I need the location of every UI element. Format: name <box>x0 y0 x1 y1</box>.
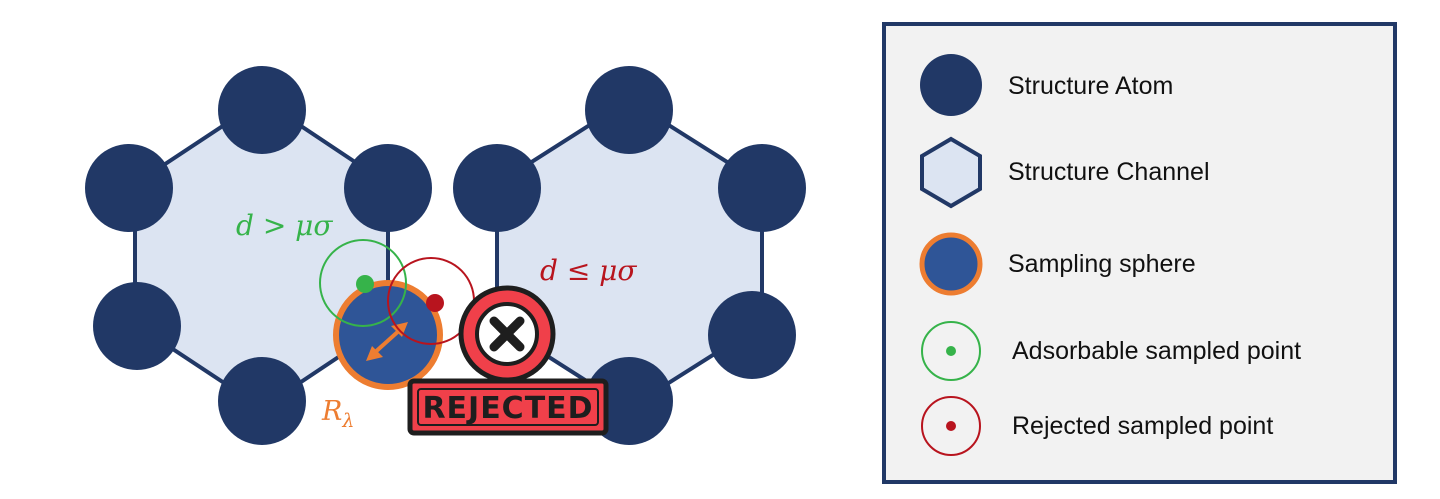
structure-atom <box>718 144 806 232</box>
legend-label-structure-atom: Structure Atom <box>1008 72 1173 100</box>
stamp-text: REJECTED <box>422 391 593 426</box>
legend: Structure Atom Structure Channel Samplin… <box>882 22 1397 484</box>
structure-atom <box>85 144 173 232</box>
radius-arrowhead <box>366 346 383 361</box>
radius-arrow <box>370 326 404 357</box>
sampling-sphere-icon <box>919 232 983 296</box>
structure-atom <box>708 291 796 379</box>
structure-atom <box>585 66 673 154</box>
structure-atom-icon <box>920 54 982 116</box>
structure-atom <box>344 144 432 232</box>
adsorbable-condition-label: d > μσ <box>236 209 333 242</box>
structure-atom <box>453 144 541 232</box>
legend-label-structure-channel: Structure Channel <box>1008 158 1210 186</box>
legend-label-rejected-point: Rejected sampled point <box>1012 412 1273 440</box>
structure-atoms <box>85 66 806 445</box>
structure-atom <box>93 282 181 370</box>
legend-label-sampling-sphere: Sampling sphere <box>1008 250 1196 278</box>
structure-atom <box>218 357 306 445</box>
adsorbable-sample <box>319 239 407 327</box>
radius-label: Rλ <box>321 396 354 432</box>
structure-channel-icon <box>920 136 982 209</box>
adsorbable-point-icon <box>921 321 981 381</box>
stamp-banner <box>407 378 609 436</box>
rejected-condition-label: d ≤ μσ <box>540 254 637 287</box>
rejected-stamp: REJECTED <box>407 285 609 436</box>
rejected-point-icon <box>921 396 981 456</box>
legend-label-adsorbable-point: Adsorbable sampled point <box>1012 337 1301 365</box>
structure-atom <box>218 66 306 154</box>
